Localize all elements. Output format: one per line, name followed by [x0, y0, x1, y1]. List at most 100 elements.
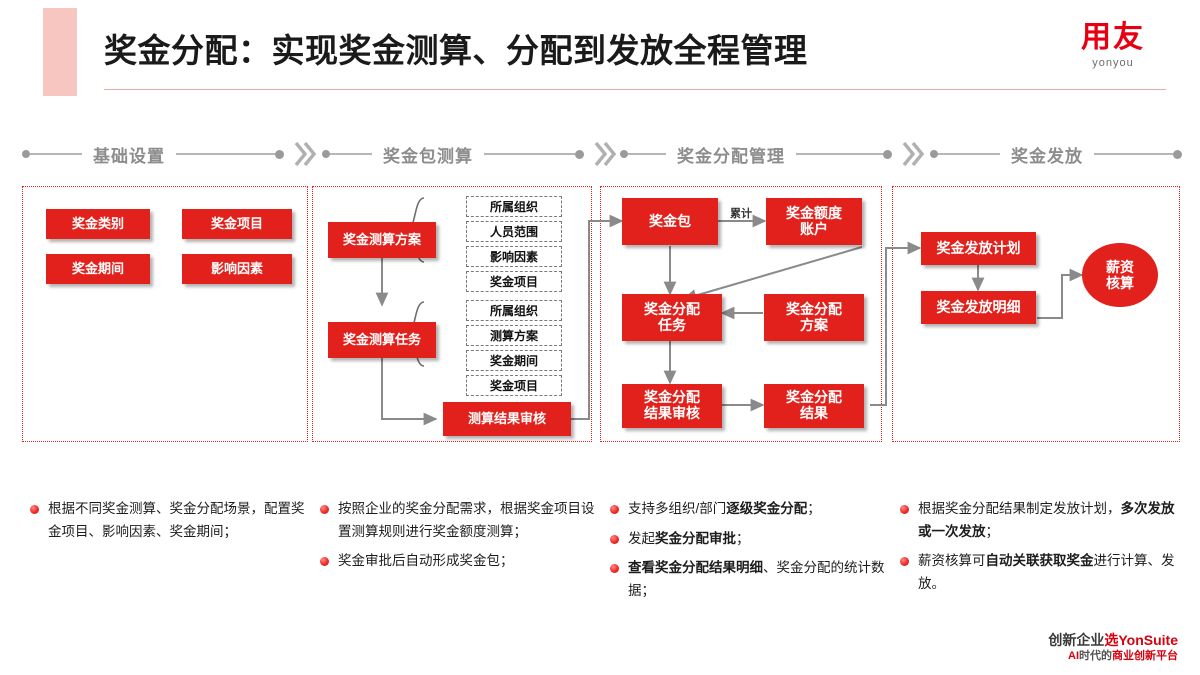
edge-label-accumulate: 累计 [730, 208, 752, 220]
note-text: 发起 [628, 530, 655, 546]
stage-end-dot [883, 149, 892, 159]
footer-line-1: 创新企业选YonSuite [1048, 632, 1178, 648]
stage-start-dot [22, 150, 30, 158]
stage-start-dot [930, 150, 938, 158]
box-calc-task[interactable]: 奖金测算任务 [328, 322, 436, 358]
attr-box-bonus-item-1: 奖金项目 [466, 271, 562, 292]
box-alloc-result[interactable]: 奖金分配 结果 [764, 384, 864, 428]
box-alloc-task-line1: 奖金分配 [644, 300, 700, 317]
note-text-strong: 多次发放或一次发放 [918, 501, 1175, 539]
box-payout-detail[interactable]: 奖金发放明细 [921, 291, 1036, 324]
box-calc-result-review[interactable]: 测算结果审核 [443, 402, 571, 436]
note-text: 根据奖金分配结果制定发放计划， [918, 501, 1121, 516]
stage-2: 奖金包测算 [322, 134, 584, 174]
box-payout-plan[interactable]: 奖金发放计划 [921, 232, 1036, 265]
note-text: 进行计算、发放。 [918, 553, 1175, 592]
note-text: ； [736, 530, 750, 546]
footer-line2-mid: 时代的 [1079, 650, 1112, 663]
footer-line1-pre: 创新企业 [1048, 632, 1105, 649]
notes-column-4: 根据奖金分配结果制定发放计划，多次发放或一次发放； 薪资核算可自动关联获取奖金进… [900, 498, 1180, 603]
title-accent-bar [43, 8, 77, 96]
stage-header-row: 基础设置 奖金包测算 奖金分配管理 [22, 134, 1182, 174]
ellipse-payroll-accounting[interactable]: 薪资 核算 [1082, 243, 1158, 307]
stage-end-dot [575, 149, 584, 159]
list-item: 按照企业的奖金分配需求，根据奖金项目设置测算规则进行奖金额度测算； [320, 498, 600, 543]
box-calc-scheme[interactable]: 奖金测算方案 [328, 222, 436, 258]
stage-end-dot [1173, 149, 1182, 159]
note-text: 薪资核算可 [918, 553, 986, 569]
list-item: 查看奖金分配结果明细、奖金分配的统计数据； [610, 557, 890, 602]
note-text: 根据不同奖金测算、奖金分配场景，配置奖金项目、影响因素、奖金期间； [48, 501, 305, 539]
box-quota-account-line1: 奖金额度 [786, 204, 842, 221]
box-bonus-pool[interactable]: 奖金包 [622, 198, 718, 245]
stage-start-dot [322, 150, 330, 158]
notes-column-3: 支持多组织/部门逐级奖金分配； 发起奖金分配审批； 查看奖金分配结果明细、奖金分… [610, 498, 890, 610]
title-divider [104, 89, 1166, 90]
notes-column-2: 按照企业的奖金分配需求，根据奖金项目设置测算规则进行奖金额度测算； 奖金审批后自… [320, 498, 600, 580]
stage-4: 奖金发放 [930, 134, 1182, 174]
list-item: 薪资核算可自动关联获取奖金进行计算、发放。 [900, 550, 1180, 595]
page-title: 奖金分配：实现奖金测算、分配到发放全程管理 [104, 32, 808, 69]
chevron-separator-1 [294, 141, 316, 167]
list-item: 根据奖金分配结果制定发放计划，多次发放或一次发放； [900, 498, 1180, 543]
stage-label-2: 奖金包测算 [383, 146, 473, 166]
footer-line1-red: 选YonSuite [1104, 632, 1178, 649]
note-text: 、奖金分配的统计数据； [628, 560, 885, 599]
attr-box-calc-scheme: 测算方案 [466, 325, 562, 346]
list-item: 支持多组织/部门逐级奖金分配； [610, 498, 890, 521]
footer-line2-platform: 商业创新平台 [1112, 650, 1178, 663]
stage-label-3: 奖金分配管理 [677, 146, 785, 166]
footer-line-2: AI时代的商业创新平台 [1048, 650, 1178, 663]
note-text-strong: 奖金分配审批 [655, 530, 736, 546]
stage-3: 奖金分配管理 [620, 134, 892, 174]
stage-line-right [796, 153, 883, 155]
note-text-strong: 逐级奖金分配 [726, 501, 808, 516]
stage-end-dot [275, 149, 284, 159]
stage-start-dot [620, 150, 628, 158]
stage-label-4: 奖金发放 [1011, 146, 1083, 166]
stage-line-left [30, 153, 82, 155]
list-item: 发起奖金分配审批； [610, 528, 890, 551]
notes-column-1: 根据不同奖金测算、奖金分配场景，配置奖金项目、影响因素、奖金期间； [30, 498, 310, 550]
box-alloc-scheme[interactable]: 奖金分配 方案 [764, 294, 864, 341]
ellipse-line1: 薪资 [1106, 258, 1134, 275]
chevron-separator-2 [594, 141, 616, 167]
stage-line-right [1094, 153, 1173, 155]
box-quota-account[interactable]: 奖金额度 账户 [766, 198, 862, 245]
box-alloc-result-line1: 奖金分配 [786, 389, 842, 406]
box-bonus-item[interactable]: 奖金项目 [182, 209, 292, 239]
stage-line-right [484, 153, 575, 155]
stage-line-left [628, 153, 666, 155]
box-bonus-period[interactable]: 奖金期间 [46, 254, 150, 284]
box-alloc-scheme-line2: 方案 [800, 316, 828, 333]
yonsuite-footer: 创新企业选YonSuite AI时代的商业创新平台 [1048, 632, 1178, 663]
attr-box-bonus-period: 奖金期间 [466, 350, 562, 371]
list-item: 奖金审批后自动形成奖金包； [320, 550, 600, 573]
box-bonus-category[interactable]: 奖金类别 [46, 209, 150, 239]
yonyou-logo: 用友 yonyou [1048, 21, 1178, 70]
panel-basic-settings [22, 186, 308, 442]
note-text: 奖金审批后自动形成奖金包； [338, 553, 514, 569]
note-text: ； [985, 523, 1000, 539]
box-alloc-result-review-line1: 奖金分配 [644, 389, 700, 406]
note-text-strong: 自动关联获取奖金 [985, 553, 1094, 569]
box-quota-account-line2: 账户 [800, 220, 828, 237]
note-text: ； [807, 501, 821, 516]
box-alloc-task[interactable]: 奖金分配 任务 [622, 294, 722, 341]
stage-1: 基础设置 [22, 134, 284, 174]
box-alloc-result-review[interactable]: 奖金分配 结果审核 [622, 384, 722, 428]
logo-en-text: yonyou [1092, 57, 1134, 69]
stage-label-1: 基础设置 [93, 146, 165, 166]
list-item: 根据不同奖金测算、奖金分配场景，配置奖金项目、影响因素、奖金期间； [30, 498, 310, 543]
attr-box-influence-factor-1: 影响因素 [466, 246, 562, 267]
attr-box-org-1: 所属组织 [466, 196, 562, 217]
attr-box-staff-range: 人员范围 [466, 221, 562, 242]
stage-line-right [176, 153, 275, 155]
box-influence-factor[interactable]: 影响因素 [182, 254, 292, 284]
box-alloc-scheme-line1: 奖金分配 [786, 300, 842, 317]
logo-cn-text: 用友 [1081, 21, 1145, 54]
attr-box-bonus-item-2: 奖金项目 [466, 375, 562, 396]
stage-line-left [330, 153, 372, 155]
box-alloc-task-line2: 任务 [658, 316, 686, 333]
